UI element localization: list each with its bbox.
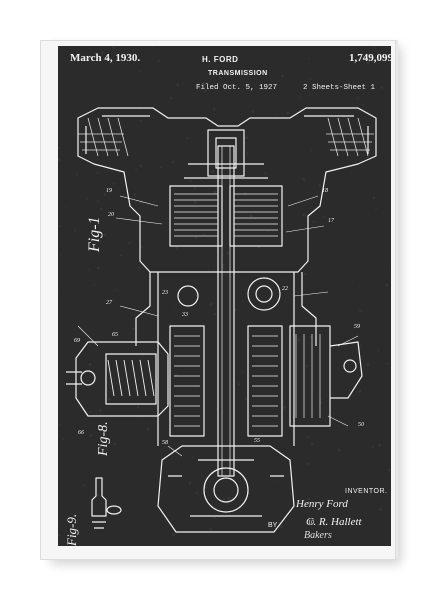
svg-text:50: 50: [358, 422, 364, 428]
patent-number: 1,749,099: [349, 52, 391, 64]
svg-text:69: 69: [74, 338, 80, 344]
chalk-texture: [58, 46, 391, 546]
filed-date: Filed Oct. 5, 1927: [196, 84, 278, 92]
figure-8-label: Fig-8.: [96, 421, 111, 456]
inventor-label: INVENTOR.: [345, 488, 388, 495]
transmission-drawing: 19 20 18 17 23 22 27 65 69 66 59 50 58 10 55 33: [66, 107, 377, 533]
by-label: BY: [268, 522, 278, 529]
inventor-name: H. FORD: [202, 55, 239, 64]
svg-text:59: 59: [354, 324, 360, 330]
attorney-signature: C. R. Hallett: [306, 516, 362, 528]
svg-text:19: 19: [106, 188, 112, 194]
svg-text:55: 55: [254, 438, 260, 444]
patent-subject: TRANSMISSION: [208, 70, 268, 77]
inventor-signature: Henry Ford: [296, 498, 348, 510]
patent-date: March 4, 1930.: [70, 52, 141, 64]
svg-text:66: 66: [78, 430, 84, 436]
figure-1-label: Fig-1: [86, 216, 103, 252]
svg-text:33: 33: [181, 312, 188, 318]
svg-text:65: 65: [112, 332, 118, 338]
svg-text:10: 10: [308, 520, 314, 526]
svg-text:17: 17: [328, 218, 335, 224]
svg-text:18: 18: [322, 188, 328, 194]
svg-text:58: 58: [162, 440, 168, 446]
sheet-count: 2 Sheets-Sheet 1: [303, 84, 376, 92]
attorney-signature-line2: Bakers: [304, 530, 332, 541]
svg-text:23: 23: [162, 290, 168, 296]
figure-9-label: Fig-9.: [64, 513, 79, 546]
svg-text:20: 20: [108, 212, 114, 218]
svg-text:27: 27: [106, 300, 113, 306]
svg-text:22: 22: [282, 286, 288, 292]
